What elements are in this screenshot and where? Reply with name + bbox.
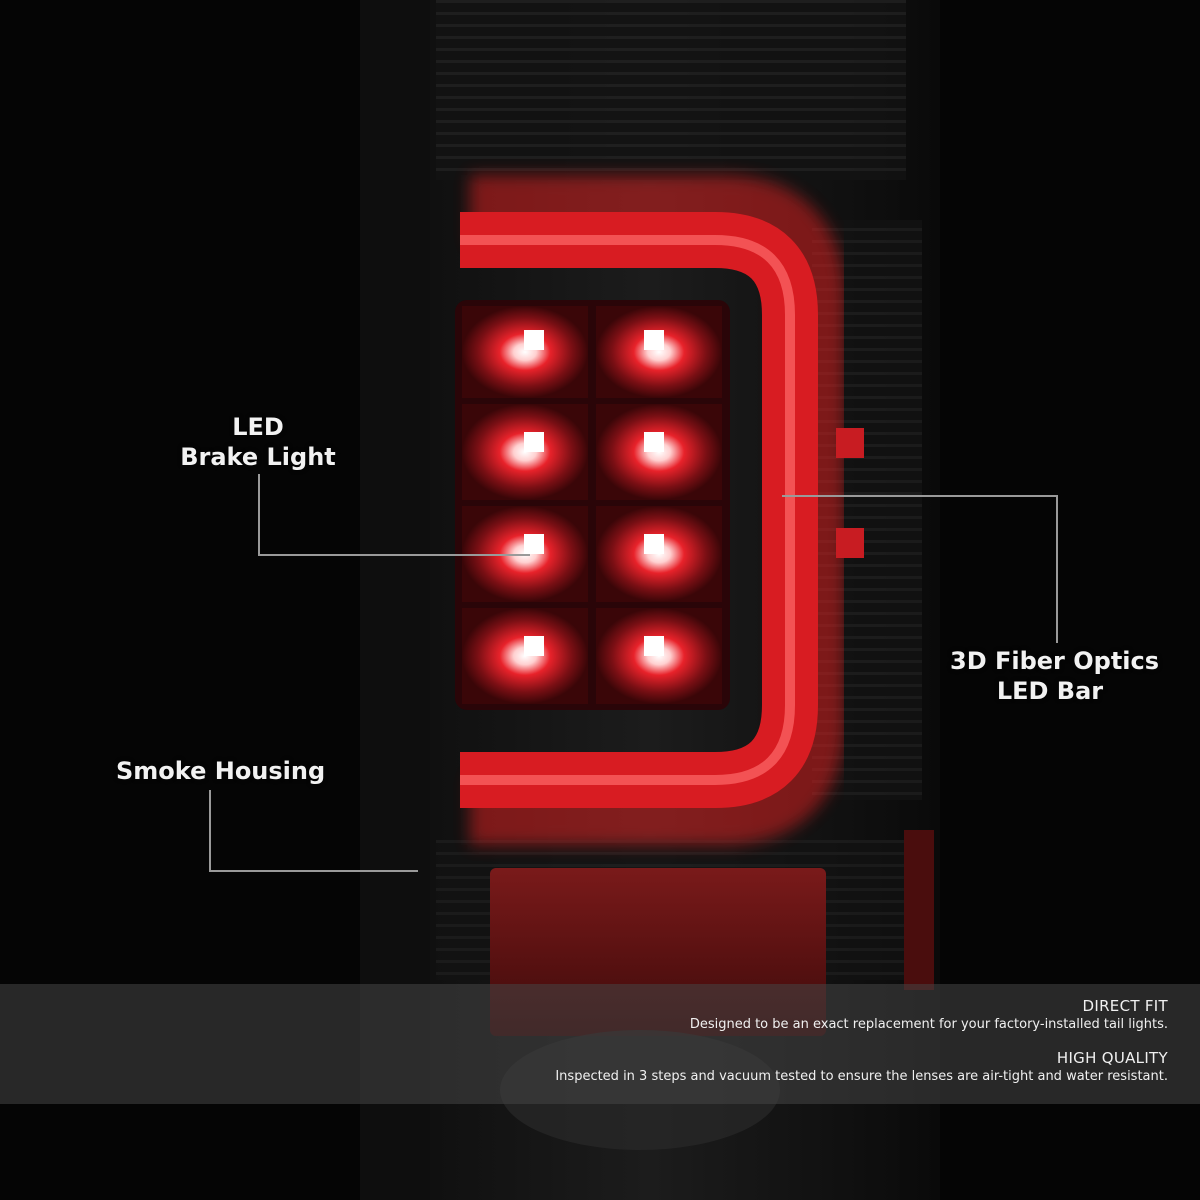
feature-text: Designed to be an exact replacement for … [689,1017,1168,1032]
feature-high-quality: HIGH QUALITY Inspected in 3 steps and va… [555,1048,1168,1086]
label-line: Smoke Housing [116,757,326,785]
feature-info-band: DIRECT FIT Designed to be an exact repla… [0,984,1200,1104]
callout-line [1056,495,1058,643]
feature-text: Inspected in 3 steps and vacuum tested t… [555,1069,1168,1084]
led-cell [596,306,722,398]
led-cell [462,306,588,398]
callout-line [258,554,530,556]
callout-line [258,474,260,556]
fiber-optics-label: 3D Fiber Optics LED Bar [950,646,1160,706]
callout-line [209,870,418,872]
side-marker-led [836,428,864,458]
feature-title: HIGH QUALITY [1056,1049,1168,1067]
led-brake-light-label: LED Brake Light [180,412,336,472]
label-line: Brake Light [180,443,336,471]
feature-title: DIRECT FIT [1082,997,1168,1015]
smoke-housing-label: Smoke Housing [116,756,326,786]
side-marker-led [836,528,864,558]
feature-direct-fit: DIRECT FIT Designed to be an exact repla… [690,996,1168,1034]
led-panel [455,300,730,710]
housing-ribs-top [436,0,906,180]
label-line: LED Bar [996,677,1104,705]
label-line: LED [232,413,284,441]
label-line: 3D Fiber Optics [950,647,1160,675]
callout-line [782,495,1058,497]
callout-line [209,790,211,872]
